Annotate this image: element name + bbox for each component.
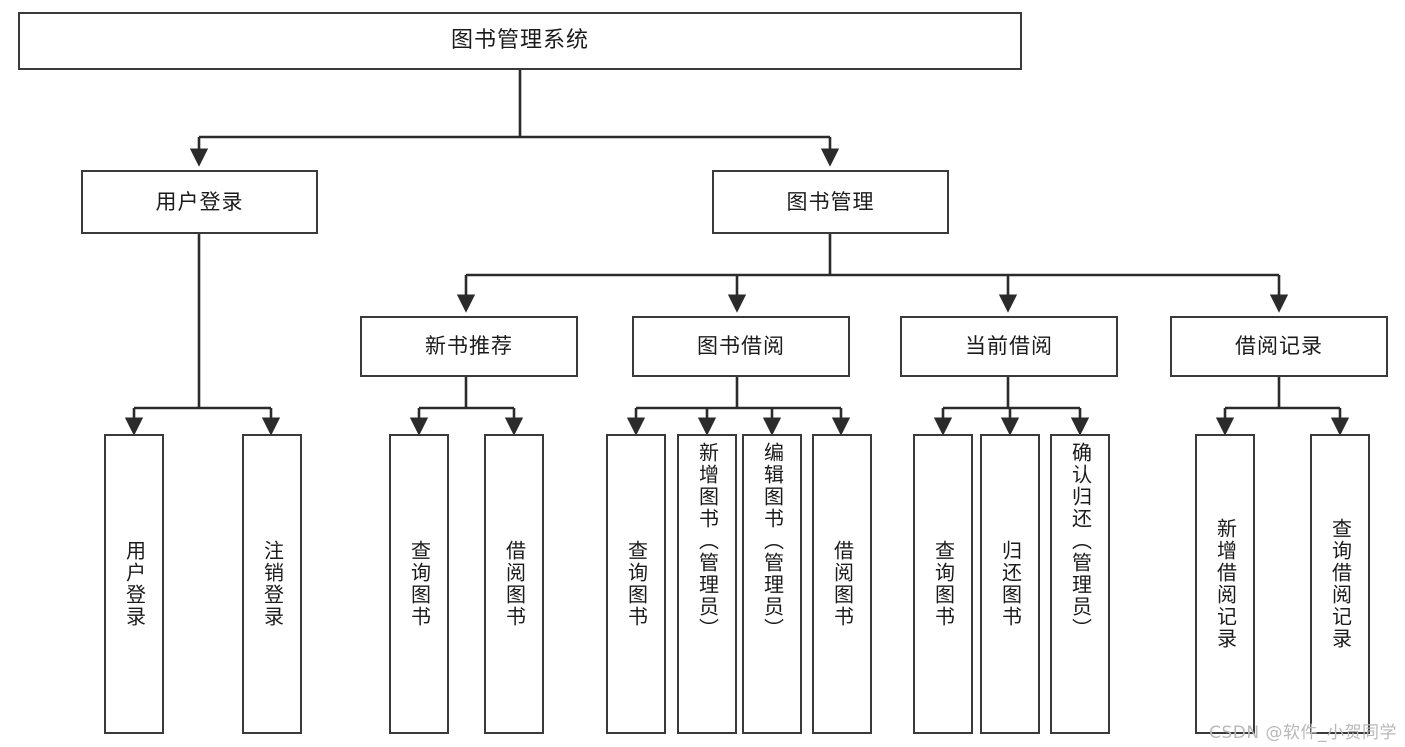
leaf-query-book-borrow[interactable]: 查询图书 bbox=[606, 434, 666, 734]
node-label: 图书借阅 bbox=[697, 334, 785, 359]
leaf-borrow-book-recommend[interactable]: 借阅图书 bbox=[484, 434, 544, 734]
leaf-add-borrow-record[interactable]: 新增借阅记录 bbox=[1195, 434, 1255, 734]
node-label: 查询图书 bbox=[624, 540, 649, 628]
node-label: 查询图书 bbox=[407, 540, 432, 628]
node-book-management-system[interactable]: 图书管理系统 bbox=[18, 12, 1022, 70]
leaf-borrow-book[interactable]: 借阅图书 bbox=[812, 434, 872, 734]
node-book-borrow[interactable]: 图书借阅 bbox=[632, 316, 850, 377]
node-label: 借阅图书 bbox=[830, 540, 855, 628]
node-current-borrow[interactable]: 当前借阅 bbox=[900, 316, 1118, 377]
leaf-query-borrow-record[interactable]: 查询借阅记录 bbox=[1310, 434, 1370, 734]
node-label: 归还图书 bbox=[998, 540, 1023, 628]
node-label: 查询借阅记录 bbox=[1328, 518, 1353, 650]
node-label: 图书管理 bbox=[786, 189, 875, 214]
node-label: 查询图书 bbox=[931, 540, 956, 628]
node-label: 新书推荐 bbox=[425, 334, 513, 359]
leaf-query-book-recommend[interactable]: 查询图书 bbox=[389, 434, 449, 734]
leaf-return-book[interactable]: 归还图书 bbox=[980, 434, 1040, 734]
node-label: 新增图书（管理员） bbox=[695, 442, 720, 640]
node-label: 当前借阅 bbox=[965, 334, 1053, 359]
node-label: 确认归还（管理员） bbox=[1068, 442, 1093, 640]
leaf-confirm-return-admin[interactable]: 确认归还（管理员） bbox=[1050, 434, 1110, 734]
node-label: 注销登录 bbox=[260, 540, 285, 628]
node-user-login[interactable]: 用户登录 bbox=[81, 170, 318, 234]
node-label: 图书管理系统 bbox=[450, 28, 589, 54]
node-label: 新增借阅记录 bbox=[1213, 518, 1238, 650]
node-label: 用户登录 bbox=[155, 189, 244, 214]
leaf-user-login[interactable]: 用户登录 bbox=[104, 434, 164, 734]
node-borrow-record[interactable]: 借阅记录 bbox=[1170, 316, 1388, 377]
leaf-edit-book-admin[interactable]: 编辑图书（管理员） bbox=[742, 434, 802, 734]
csdn-watermark: CSDN @软件_小贺同学 bbox=[1209, 723, 1397, 743]
leaf-query-book-current[interactable]: 查询图书 bbox=[913, 434, 973, 734]
node-label: 用户登录 bbox=[122, 540, 147, 628]
node-new-book-recommend[interactable]: 新书推荐 bbox=[360, 316, 578, 377]
leaf-add-book-admin[interactable]: 新增图书（管理员） bbox=[677, 434, 737, 734]
node-label: 编辑图书（管理员） bbox=[760, 442, 785, 640]
node-book-management[interactable]: 图书管理 bbox=[712, 170, 949, 234]
node-label: 借阅图书 bbox=[502, 540, 527, 628]
leaf-logout[interactable]: 注销登录 bbox=[242, 434, 302, 734]
node-label: 借阅记录 bbox=[1235, 334, 1323, 359]
